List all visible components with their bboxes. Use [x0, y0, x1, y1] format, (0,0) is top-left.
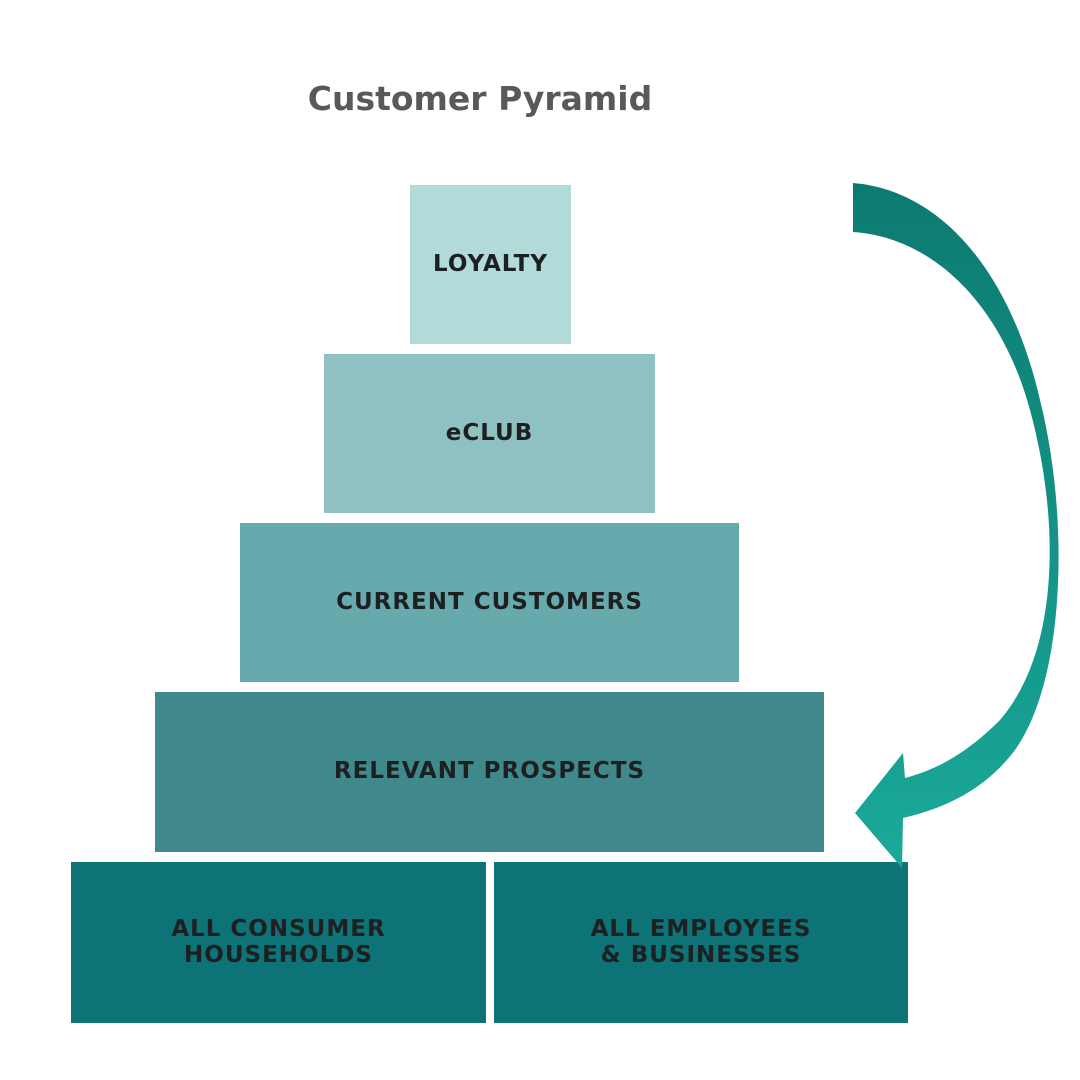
tier-loyalty: LOYALTY — [410, 185, 571, 344]
diagram-title: Customer Pyramid — [307, 78, 653, 118]
tier-eclub: eCLUB — [324, 354, 655, 513]
arrow-shape — [853, 183, 1059, 868]
tier-all-consumer-households: ALL CONSUMER HOUSEHOLDS — [71, 862, 486, 1023]
tier-relevant-prospects: RELEVANT PROSPECTS — [155, 692, 824, 852]
tier-all-employees-businesses: ALL EMPLOYEES & BUSINESSES — [494, 862, 908, 1023]
tier-current-customers: CURRENT CUSTOMERS — [240, 523, 739, 682]
